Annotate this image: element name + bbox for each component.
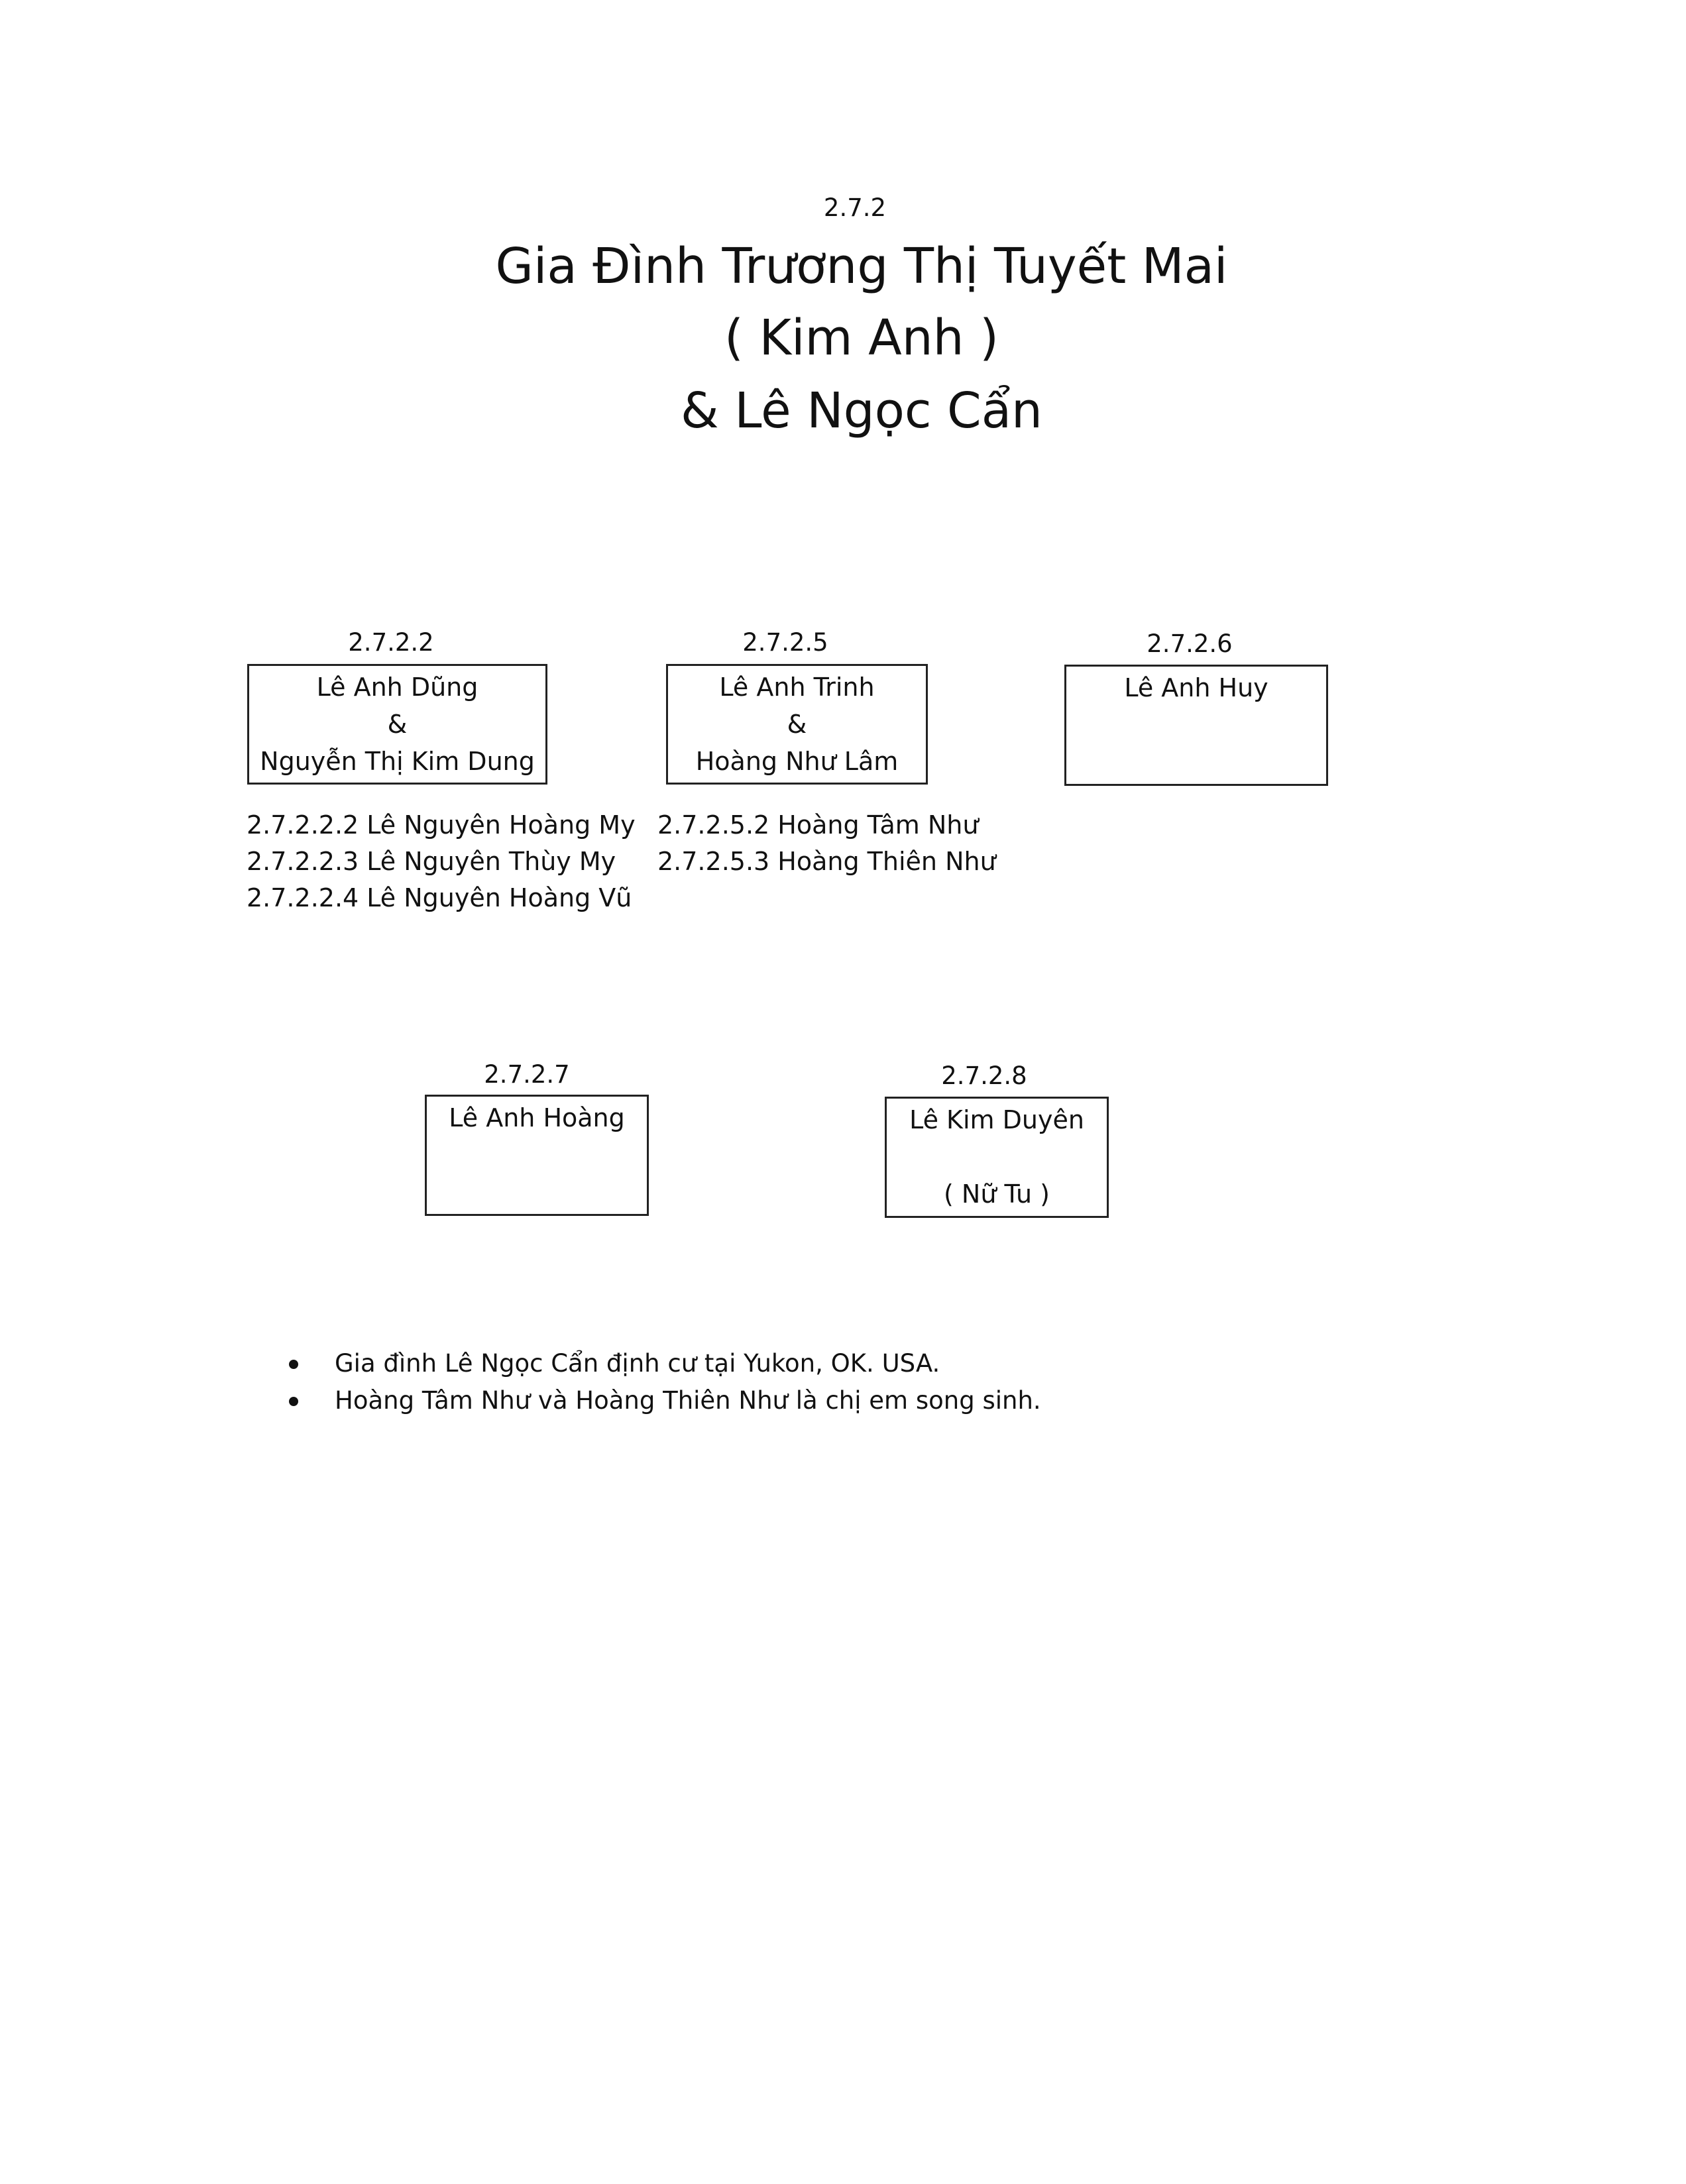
children-list-2-7-2-2: 2.7.2.2.2 Lê Nguyên Hoàng My 2.7.2.2.3 L… xyxy=(247,807,636,916)
spacer-line xyxy=(887,1138,1107,1175)
child-entry: 2.7.2.5.3 Hoàng Thiên Như xyxy=(657,847,996,876)
family-box-2-7-2-2: Lê Anh Dũng & Nguyễn Thị Kim Dung xyxy=(247,664,547,785)
family-member-name: Lê Anh Dũng xyxy=(316,673,478,702)
family-member-name: Lê Kim Duyên xyxy=(909,1105,1084,1134)
family-box-2-7-2-5: Lê Anh Trinh & Hoàng Như Lâm xyxy=(666,664,928,785)
page-title: Gia Đình Trương Thị Tuyết Mai xyxy=(495,238,1228,295)
family-spouse-name: Nguyễn Thị Kim Dung xyxy=(260,747,535,776)
note-item: Hoàng Tâm Như và Hoàng Thiên Như là chị … xyxy=(278,1382,1041,1419)
note-text: Hoàng Tâm Như và Hoàng Thiên Như là chị … xyxy=(335,1386,1041,1415)
family-box-2-7-2-7: Lê Anh Hoàng xyxy=(425,1095,649,1216)
child-entry: 2.7.2.2.4 Lê Nguyên Hoàng Vũ xyxy=(247,883,632,912)
family-box-2-7-2-8: Lê Kim Duyên ( Nữ Tu ) xyxy=(885,1097,1109,1218)
children-list-2-7-2-5: 2.7.2.5.2 Hoàng Tâm Như 2.7.2.5.3 Hoàng … xyxy=(657,807,996,880)
bullet-icon xyxy=(289,1397,298,1406)
title-nickname: ( Kim Anh ) xyxy=(724,309,999,366)
family-spouse-name: Hoàng Như Lâm xyxy=(695,747,899,776)
family-code-2-7-2-6: 2.7.2.6 xyxy=(1147,629,1233,658)
family-box-2-7-2-6: Lê Anh Huy xyxy=(1064,665,1328,786)
child-entry: 2.7.2.2.2 Lê Nguyên Hoàng My xyxy=(247,810,636,840)
family-code-2-7-2-5: 2.7.2.5 xyxy=(742,628,828,657)
notes-list: Gia đình Lê Ngọc Cẩn định cư tại Yukon, … xyxy=(278,1345,1041,1419)
child-entry: 2.7.2.5.2 Hoàng Tâm Như xyxy=(657,810,979,840)
member-role: ( Nữ Tu ) xyxy=(944,1179,1050,1209)
family-member-name: Lê Anh Huy xyxy=(1124,673,1268,702)
family-code-2-7-2-2: 2.7.2.2 xyxy=(348,628,434,657)
child-entry: 2.7.2.2.3 Lê Nguyên Thùy My xyxy=(247,847,616,876)
family-member-name: Lê Anh Hoàng xyxy=(449,1103,625,1132)
family-code-2-7-2-7: 2.7.2.7 xyxy=(484,1060,570,1089)
family-member-name: Lê Anh Trinh xyxy=(719,673,875,702)
note-text: Gia đình Lê Ngọc Cẩn định cư tại Yukon, … xyxy=(335,1349,940,1378)
section-code: 2.7.2 xyxy=(823,193,887,222)
ampersand: & xyxy=(387,710,408,739)
ampersand: & xyxy=(787,710,807,739)
family-code-2-7-2-8: 2.7.2.8 xyxy=(941,1062,1027,1090)
bullet-icon xyxy=(289,1360,298,1369)
note-item: Gia đình Lê Ngọc Cẩn định cư tại Yukon, … xyxy=(278,1345,1041,1382)
title-spouse: & Lê Ngọc Cẩn xyxy=(681,382,1042,439)
